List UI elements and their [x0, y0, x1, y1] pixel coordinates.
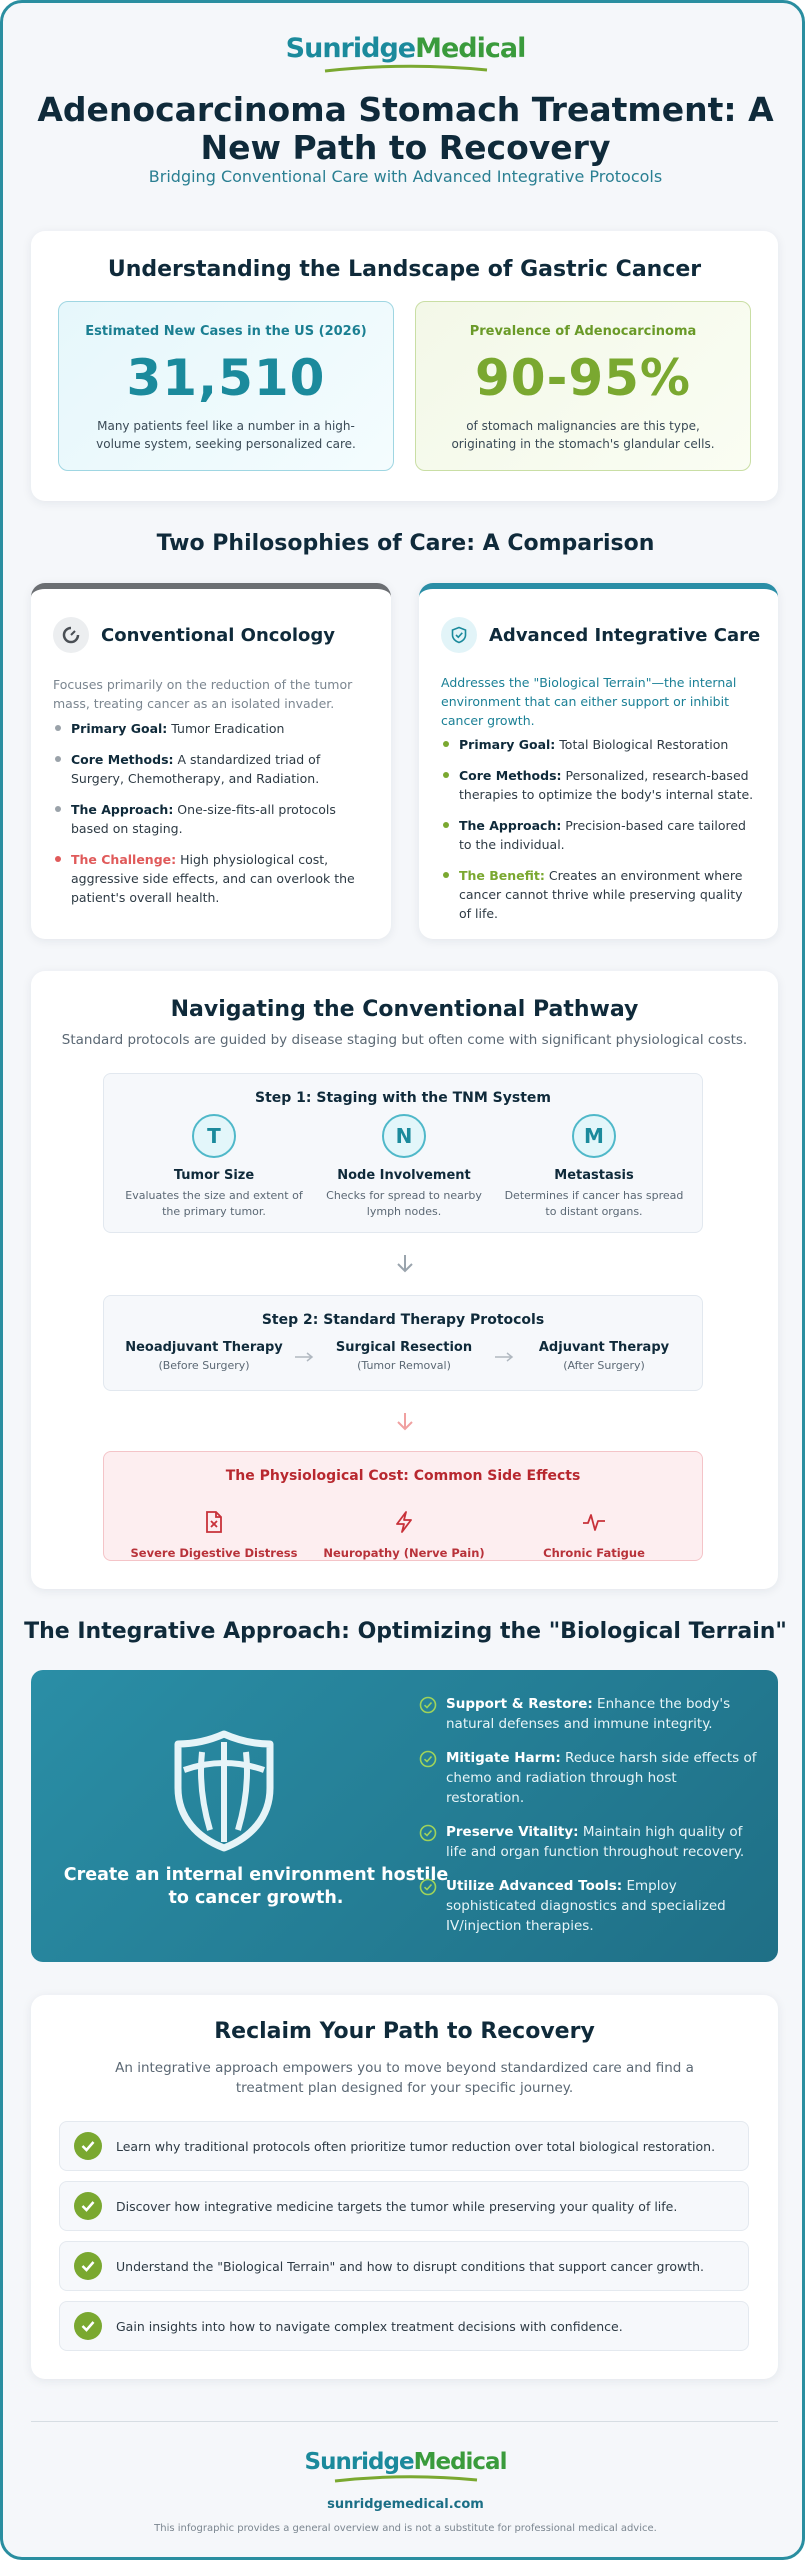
step2-box: Step 2: Standard Therapy Protocols Neoad… — [103, 1295, 703, 1391]
list-item: The Benefit: Creates an environment wher… — [441, 866, 756, 923]
check-circle-icon — [419, 1750, 437, 1768]
integrative-tagline: Create an internal environment hostile t… — [63, 1865, 449, 1908]
list-item: The Approach: Precision-based care tailo… — [441, 816, 756, 854]
comparison-title: Two Philosophies of Care: A Comparison — [156, 531, 655, 556]
stat-value: 90-95% — [474, 349, 691, 407]
half-circle-icon — [53, 617, 89, 653]
check-icon — [74, 2252, 102, 2280]
conventional-intro: Focuses primarily on the reduction of th… — [53, 677, 353, 711]
reclaim-item: Gain insights into how to navigate compl… — [59, 2301, 749, 2351]
pathway-title: Navigating the Conventional Pathway — [170, 997, 639, 1022]
document-x-icon — [206, 1511, 222, 1533]
reclaim-item: Learn why traditional protocols often pr… — [59, 2121, 749, 2171]
logo-swoosh-icon — [324, 64, 487, 73]
logo-swoosh-icon — [334, 2475, 477, 2483]
footer-disclaimer: This infographic provides a general over… — [154, 2523, 657, 2534]
list-item: Mitigate Harm: Reduce harsh side effects… — [419, 1748, 759, 1808]
integrative-banner: Create an internal environment hostile t… — [31, 1670, 778, 1962]
conventional-list: Primary Goal: Tumor Eradication Core Met… — [53, 719, 369, 919]
stat-desc: of stomach malignancies are this type, o… — [451, 419, 715, 451]
check-icon — [74, 2192, 102, 2220]
shield-check-icon — [441, 617, 477, 653]
step1-title: Step 1: Staging with the TNM System — [255, 1090, 551, 1106]
side-effects-box: The Physiological Cost: Common Side Effe… — [103, 1451, 703, 1561]
integrative-list: Primary Goal: Total Biological Restorati… — [441, 735, 756, 935]
list-item: Core Methods: Personalized, research-bas… — [441, 766, 756, 804]
landscape-card: Understanding the Landscape of Gastric C… — [31, 231, 778, 501]
list-item: Primary Goal: Total Biological Restorati… — [441, 735, 756, 754]
integrative-card: Advanced Integrative Care Addresses the … — [419, 583, 778, 939]
list-item: Support & Restore: Enhance the body's na… — [419, 1694, 759, 1734]
therapy-adjuvant: Adjuvant Therapy (After Surgery) — [538, 1340, 670, 1372]
shield-icon — [174, 1730, 274, 1852]
step1-box: Step 1: Staging with the TNM System T Tu… — [103, 1073, 703, 1233]
arrow-down-icon — [397, 1255, 413, 1273]
tnm-node: N Node Involvement Checks for spread to … — [309, 1114, 499, 1220]
page-subtitle: Bridging Conventional Care with Advanced… — [148, 167, 663, 186]
list-item: The Challenge: High physiological cost, … — [53, 850, 369, 907]
reclaim-card: Reclaim Your Path to Recovery An integra… — [31, 1995, 778, 2379]
reclaim-item: Discover how integrative medicine target… — [59, 2181, 749, 2231]
list-item: Preserve Vitality: Maintain high quality… — [419, 1822, 759, 1862]
integrative-intro: Addresses the "Biological Terrain"—the i… — [441, 675, 737, 728]
integrative-benefits: Support & Restore: Enhance the body's na… — [419, 1694, 759, 1950]
footer-logo: SunridgeMedical — [3, 2449, 802, 2484]
check-icon — [74, 2312, 102, 2340]
check-circle-icon — [419, 1878, 437, 1896]
brand-logo: SunridgeMedical — [3, 33, 802, 74]
stat-label: Prevalence of Adenocarcinoma — [469, 324, 697, 339]
conventional-title: Conventional Oncology — [101, 624, 335, 646]
reclaim-subtitle: An integrative approach empowers you to … — [115, 2060, 694, 2096]
check-circle-icon — [419, 1696, 437, 1714]
reclaim-item: Understand the "Biological Terrain" and … — [59, 2241, 749, 2291]
arrow-right-icon — [295, 1352, 314, 1362]
stat-label: Estimated New Cases in the US (2026) — [85, 324, 367, 339]
footer-divider — [31, 2421, 778, 2422]
pathway-card: Navigating the Conventional Pathway Stan… — [31, 971, 778, 1589]
integrative-title: Advanced Integrative Care — [489, 624, 761, 646]
list-item: The Approach: One-size-fits-all protocol… — [53, 800, 369, 838]
side-effect-neuropathy: Neuropathy (Nerve Pain) — [309, 1510, 499, 1560]
stat-desc: Many patients feel like a number in a hi… — [96, 419, 356, 451]
stat-new-cases: Estimated New Cases in the US (2026) 31,… — [58, 301, 394, 471]
check-circle-icon — [419, 1824, 437, 1842]
therapy-neoadjuvant: Neoadjuvant Therapy (Before Surgery) — [125, 1340, 283, 1372]
therapy-surgical: Surgical Resection (Tumor Removal) — [335, 1340, 473, 1372]
list-item: Utilize Advanced Tools: Employ sophistic… — [419, 1876, 759, 1936]
landscape-title: Understanding the Landscape of Gastric C… — [107, 257, 702, 282]
side-effects-title: The Physiological Cost: Common Side Effe… — [225, 1468, 581, 1484]
arrow-right-icon — [495, 1352, 514, 1362]
integrative-approach-title: The Integrative Approach: Optimizing the… — [24, 1619, 787, 1644]
list-item: Core Methods: A standardized triad of Su… — [53, 750, 369, 788]
stat-prevalence: Prevalence of Adenocarcinoma 90-95% of s… — [415, 301, 751, 471]
conventional-card: Conventional Oncology Focuses primarily … — [31, 583, 391, 939]
footer-url[interactable]: sunridgemedical.com — [327, 2497, 484, 2512]
side-effect-fatigue: Chronic Fatigue — [499, 1510, 689, 1560]
step2-title: Step 2: Standard Therapy Protocols — [261, 1312, 545, 1328]
tnm-metastasis: M Metastasis Determines if cancer has sp… — [499, 1114, 689, 1220]
side-effect-digestive: Severe Digestive Distress — [119, 1510, 309, 1560]
reclaim-title: Reclaim Your Path to Recovery — [214, 2019, 595, 2044]
tnm-tumor: T Tumor Size Evaluates the size and exte… — [119, 1114, 309, 1220]
stat-value: 31,510 — [126, 349, 326, 407]
pulse-icon — [583, 1514, 605, 1531]
lightning-icon — [396, 1511, 412, 1533]
page-title: Adenocarcinoma Stomach Treatment: A New … — [37, 90, 774, 167]
list-item: Primary Goal: Tumor Eradication — [53, 719, 369, 738]
arrow-down-icon — [397, 1413, 413, 1431]
check-icon — [74, 2132, 102, 2160]
pathway-subtitle: Standard protocols are guided by disease… — [61, 1032, 748, 1048]
